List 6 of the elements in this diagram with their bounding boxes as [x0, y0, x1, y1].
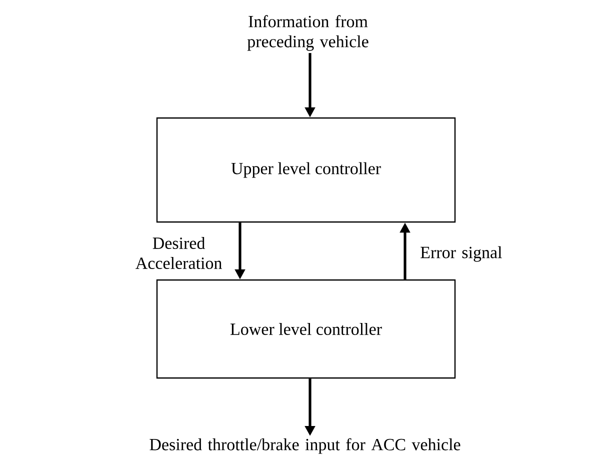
controller-box: Lower level controller [156, 279, 456, 379]
signal-text: Desired throttle/brake input for ACC vehicle [150, 438, 460, 454]
edge-label: Error signal [420, 246, 502, 262]
edge-label: Desired Acceleration [136, 237, 222, 269]
controller-box: Upper level controller [156, 117, 456, 223]
signal-text: Information from preceding vehicle [247, 15, 368, 51]
